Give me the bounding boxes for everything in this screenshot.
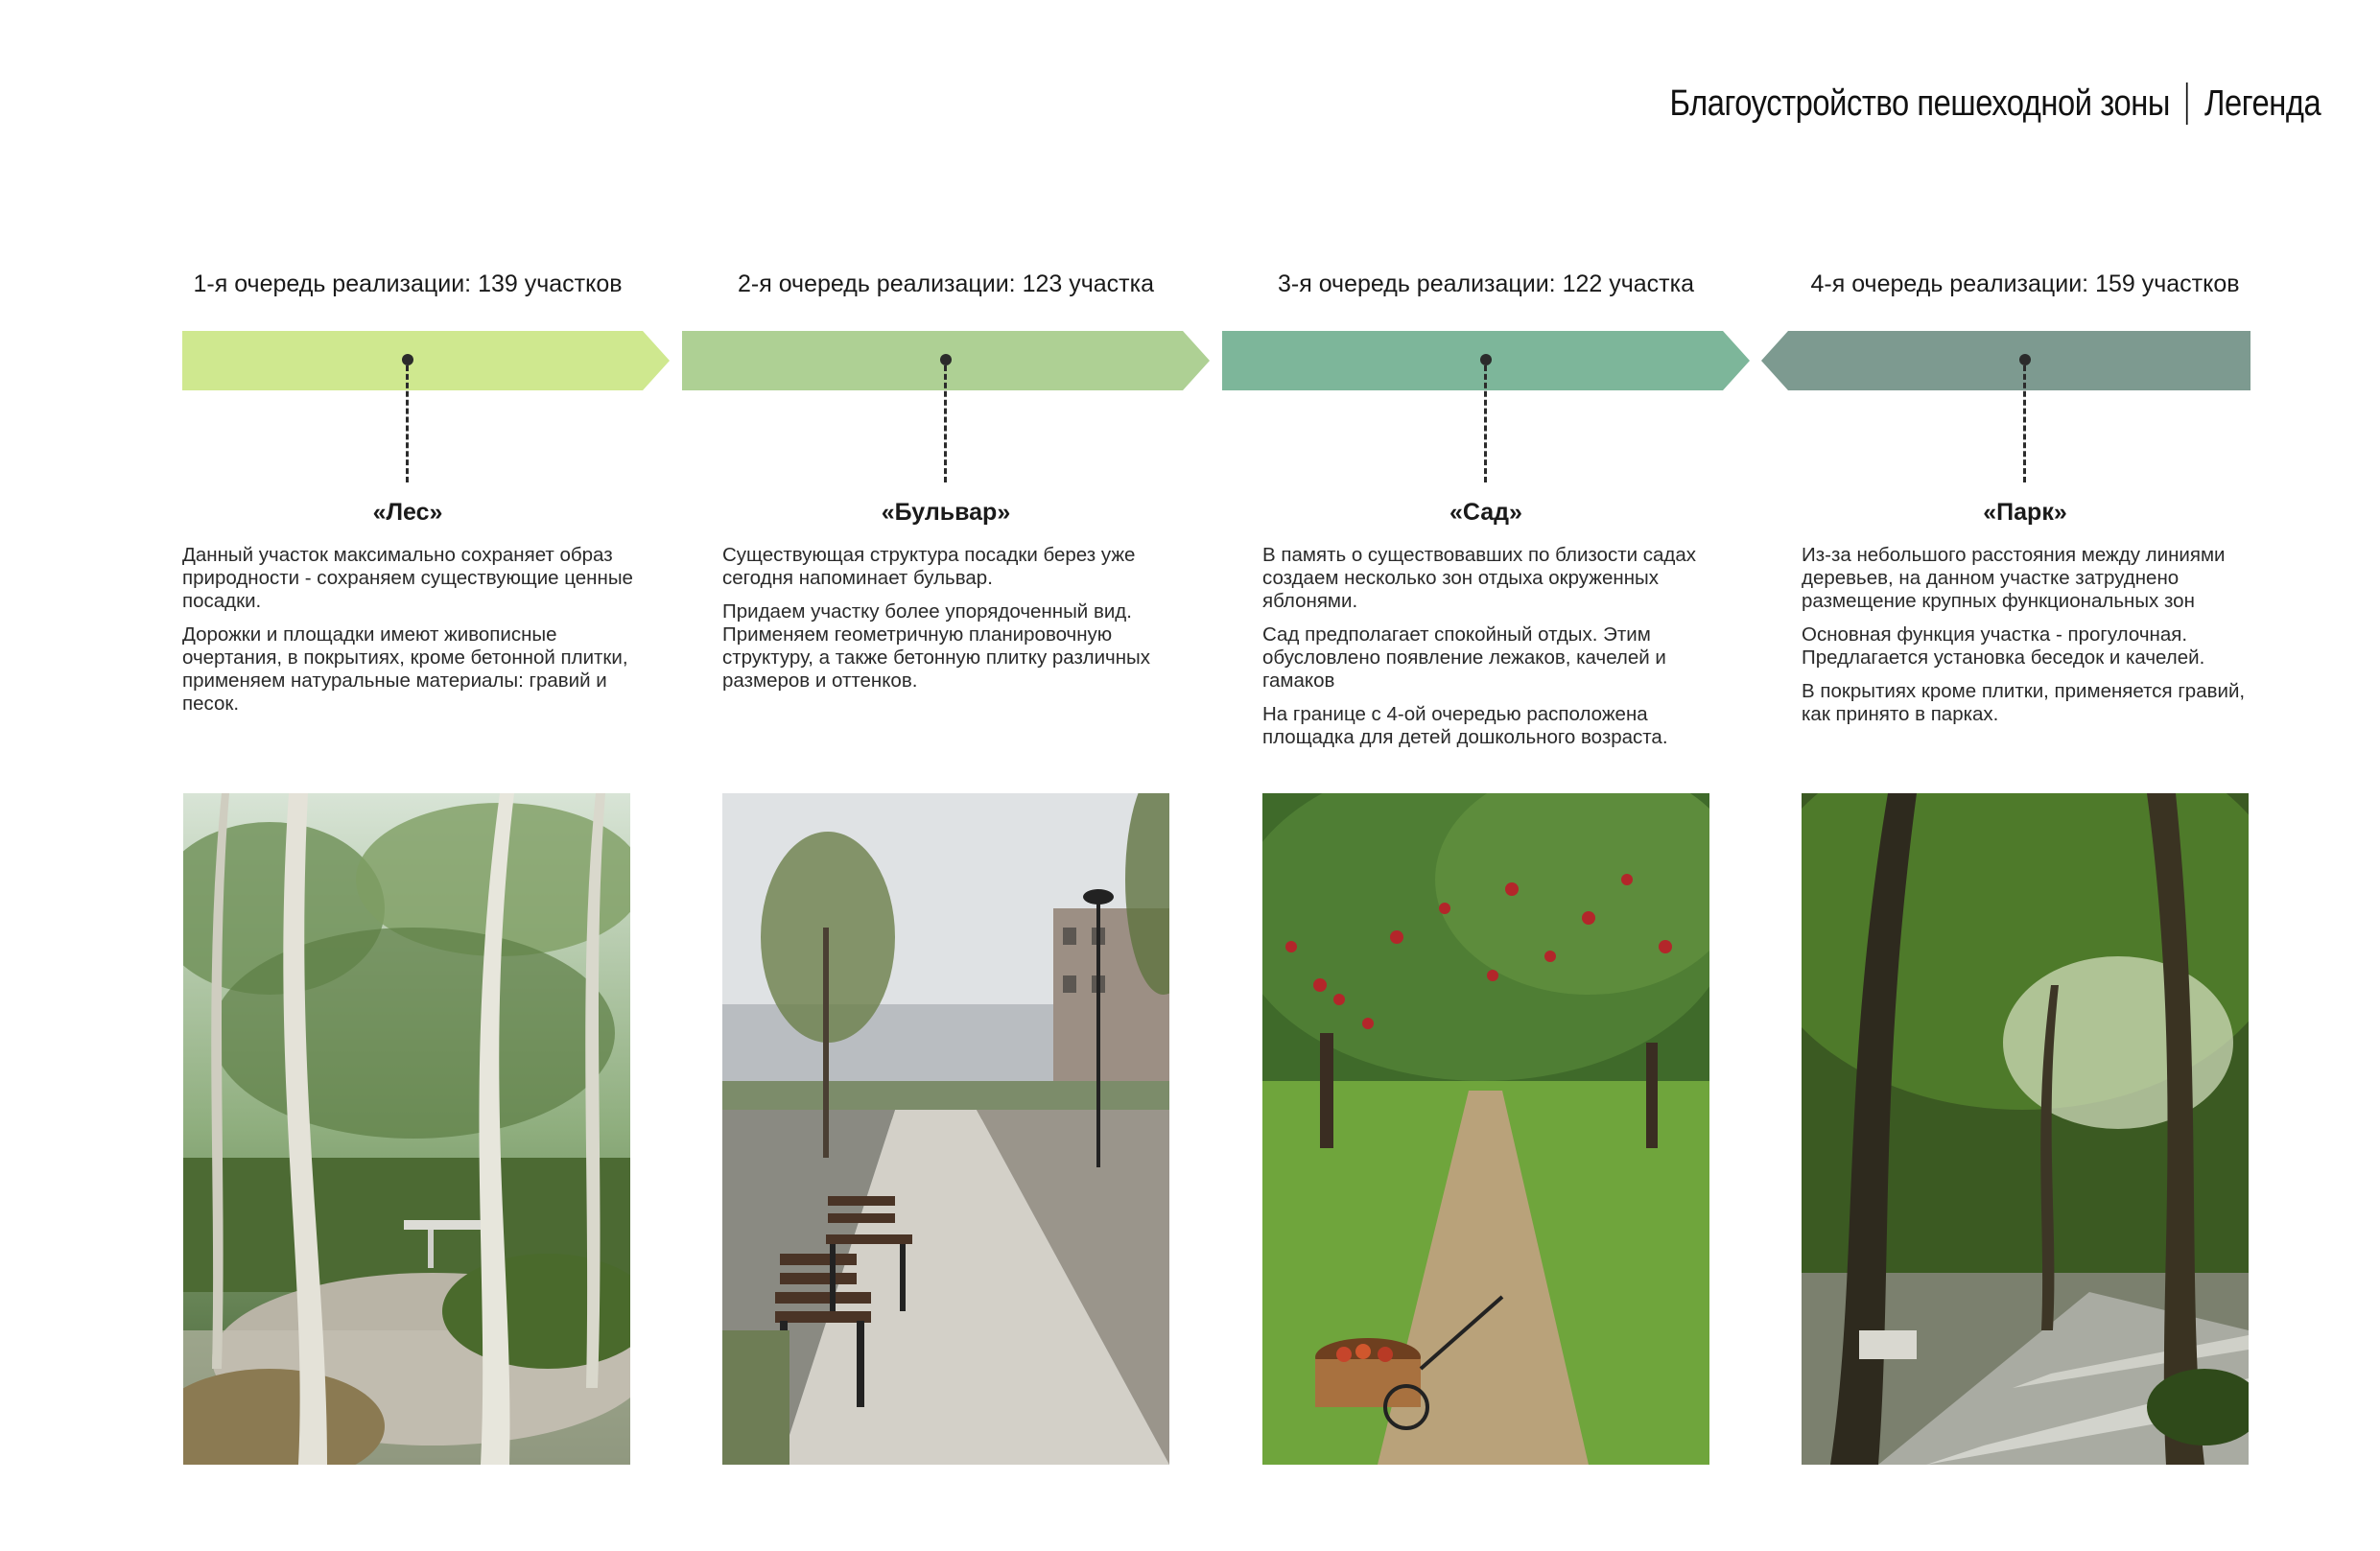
phase-2-paragraph: Придаем участку более упорядоченный вид.… [722, 600, 1151, 692]
phase-3-description: В память о существовавших по близости са… [1262, 544, 1713, 760]
header-title: Благоустройство пешеходной зоны [1669, 82, 2170, 124]
phase-1-label: 1-я очередь реализации: 139 участков [193, 270, 623, 297]
phase-1-description: Данный участок максимально сохраняет обр… [182, 544, 633, 726]
garden-photo [1262, 793, 1709, 1465]
phase-2-paragraph: Существующая структура посадки берез уже… [722, 544, 1136, 589]
phase-4-description: Из-за небольшого расстояния между линиям… [1802, 544, 2252, 737]
boulevard-photo [722, 793, 1169, 1465]
park-photo [1802, 793, 2249, 1465]
header-separator [2185, 82, 2188, 125]
phase-2-description: Существующая структура посадки берез уже… [722, 544, 1173, 703]
phase-1-paragraph: Дорожки и площадки имеют живописные очер… [182, 623, 628, 715]
phase-4-paragraph: Из-за небольшого расстояния между линиям… [1802, 544, 2226, 612]
phase-4: 4-я очередь реализации: 159 участков «Па… [1766, 0, 2284, 1551]
phase-1: 1-я очередь реализации: 139 участков «Ле… [149, 0, 667, 1551]
page-header: Благоустройство пешеходной зоны Легенда [1669, 82, 2321, 125]
phase-4-paragraph: В покрытиях кроме плитки, применяется гр… [1802, 680, 2246, 725]
phase-1-zone: «Лес» [372, 499, 443, 526]
phase-4-zone: «Парк» [1983, 499, 2067, 526]
phase-3-marker [1480, 354, 1492, 365]
phase4-arrow [1761, 331, 2250, 390]
phase-3-paragraph: Сад предполагает спокойный отдых. Этим о… [1262, 623, 1666, 692]
phase-3-paragraph: В память о существовавших по близости са… [1262, 544, 1697, 612]
phase-2-leader [944, 365, 947, 482]
phase-3: 3-я очередь реализации: 122 участка «Сад… [1227, 0, 1745, 1551]
phase-2: 2-я очередь реализации: 123 участка «Бул… [687, 0, 1205, 1551]
header-subtitle: Легенда [2203, 82, 2321, 124]
phase1-arrow [182, 331, 670, 390]
phase-4-label: 4-я очередь реализации: 159 участков [1810, 270, 2240, 297]
phase-4-leader [2023, 365, 2026, 482]
forest-photo [183, 793, 630, 1465]
phase-3-leader [1484, 365, 1487, 482]
phase-2-label: 2-я очередь реализации: 123 участка [737, 270, 1154, 297]
phase-3-zone: «Сад» [1449, 499, 1522, 526]
phase-2-zone: «Бульвар» [881, 499, 1011, 526]
phase-1-paragraph: Данный участок максимально сохраняет обр… [182, 544, 633, 612]
phase-3-label: 3-я очередь реализации: 122 участка [1277, 270, 1694, 297]
phase-4-paragraph: Основная функция участка - прогулочная. … [1802, 623, 2205, 669]
phase-2-marker [940, 354, 952, 365]
phase-1-marker [402, 354, 413, 365]
phase-4-marker [2019, 354, 2031, 365]
phase-3-paragraph: На границе с 4-ой очередью расположена п… [1262, 703, 1668, 748]
phase-1-leader [406, 365, 409, 482]
